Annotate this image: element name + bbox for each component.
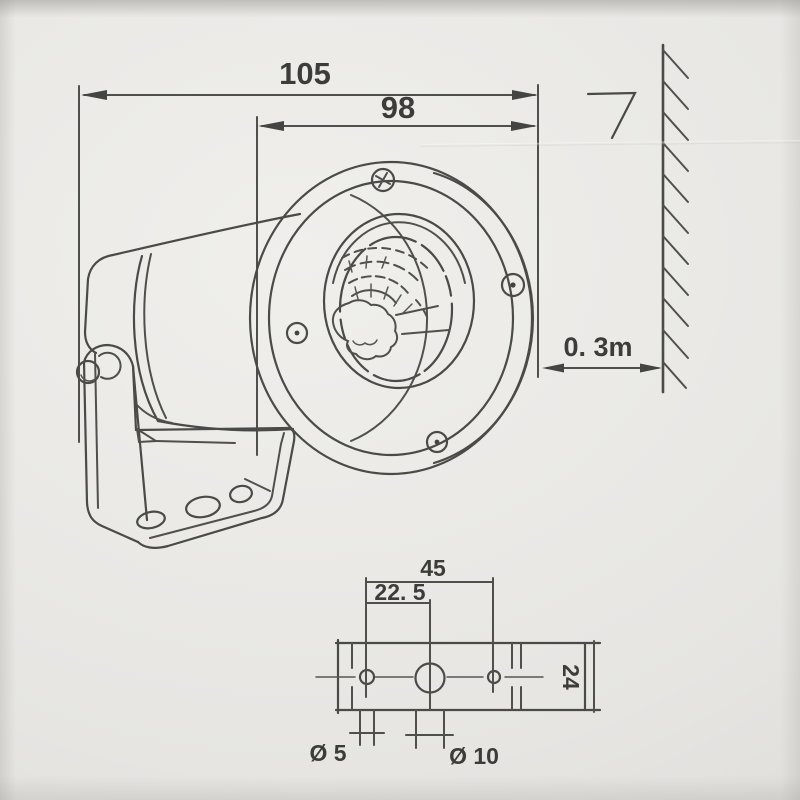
dim-98-label: 98 bbox=[381, 90, 415, 125]
dim-45-label: 45 bbox=[420, 555, 446, 581]
spotlight-body bbox=[85, 214, 300, 430]
wall-angle-mark bbox=[588, 93, 635, 138]
dimension-0-3m: 0. 3m bbox=[542, 332, 662, 373]
wall-hatching bbox=[663, 50, 688, 388]
screw-right bbox=[502, 274, 524, 296]
screw-top bbox=[372, 169, 394, 191]
dim-dia10-label: Ø 10 bbox=[449, 743, 499, 769]
lens-ring bbox=[340, 237, 452, 381]
spotlight-face bbox=[250, 162, 533, 474]
dim-wall-distance-label: 0. 3m bbox=[563, 332, 632, 362]
reflector-sketch bbox=[333, 248, 449, 359]
wall bbox=[588, 45, 688, 392]
dimension-22-5: 22. 5 bbox=[366, 579, 430, 605]
bracket-plate-view: 45 22. 5 24 Ø 5 Ø 10 bbox=[309, 555, 600, 769]
mounting-bracket bbox=[77, 345, 294, 548]
dim-dia5-label: Ø 5 bbox=[309, 740, 346, 766]
plate-end-slots bbox=[352, 643, 521, 710]
screw-bottom bbox=[427, 432, 447, 452]
screw-left bbox=[287, 323, 307, 343]
extension-lines bbox=[79, 85, 538, 455]
wing-knob bbox=[77, 353, 121, 383]
dimension-dia10: Ø 10 bbox=[406, 710, 499, 769]
dimension-105: 105 bbox=[81, 56, 538, 100]
dim-105-label: 105 bbox=[279, 56, 331, 91]
dim-24-label: 24 bbox=[558, 664, 584, 690]
dimension-45: 45 bbox=[366, 555, 493, 582]
dimension-dia5: Ø 5 bbox=[309, 710, 384, 766]
flange-rim-arc bbox=[434, 173, 533, 463]
dimension-24: 24 bbox=[558, 641, 594, 712]
dim-22-5-label: 22. 5 bbox=[374, 579, 425, 605]
bracket-fold-mark bbox=[137, 429, 156, 442]
dimension-98: 98 bbox=[258, 90, 537, 131]
bracket-base-slots bbox=[136, 479, 270, 531]
